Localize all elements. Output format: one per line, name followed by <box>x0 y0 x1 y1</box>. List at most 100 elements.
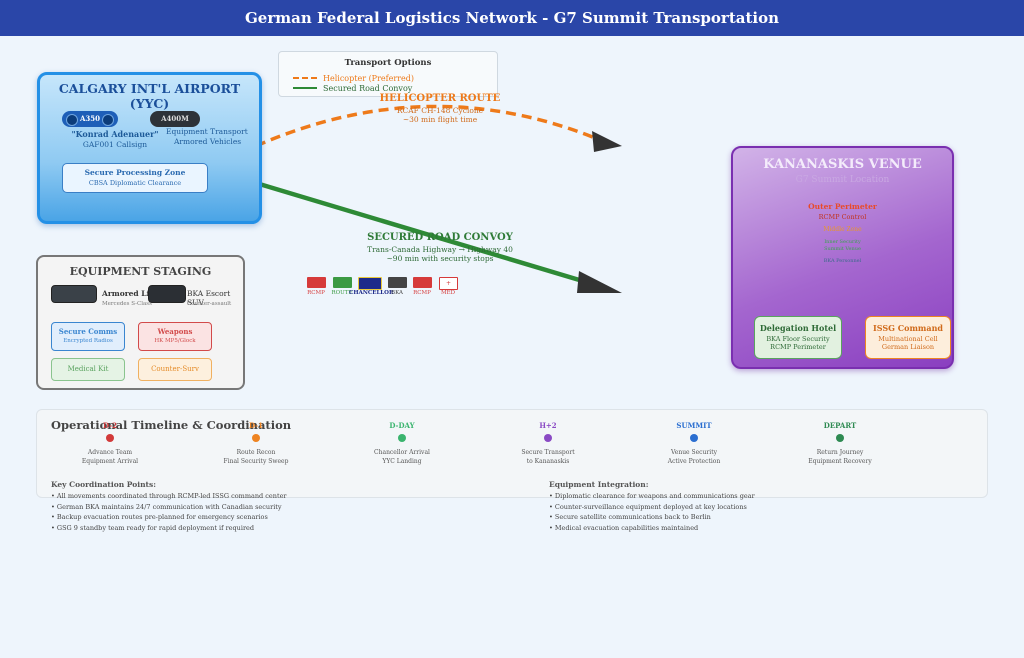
aircraft-a400m-cargo: Armored Vehicles <box>174 137 242 146</box>
helicopter-route-label: HELICOPTER ROUTE RCAF CH-148 Cyclone ~30… <box>330 93 550 124</box>
road-route-arrow <box>577 271 622 293</box>
helicopter-route-aircraft: RCAF CH-148 Cyclone <box>396 106 484 115</box>
weapons-sub: HK MP5/Glock <box>154 338 196 344</box>
issg-command-title: ISSG Command <box>873 323 943 333</box>
phase-desc-1: Return Journey <box>816 449 864 456</box>
legend-item-road: Secured Road Convoy <box>293 83 412 93</box>
secure-zone-title: Secure Processing Zone <box>84 168 186 177</box>
issg-command-box: ISSG Command Multinational Cell German L… <box>865 316 951 359</box>
issg-command-line1: Multinational Cell <box>878 335 938 343</box>
timeline-title: Operational Timeline & Coordination <box>51 418 292 432</box>
legend-swatch-road <box>293 87 317 89</box>
page-title: German Federal Logistics Network - G7 Su… <box>0 0 1024 36</box>
aircraft-engine-icon <box>66 114 78 126</box>
venue-box: KANANASKIS VENUE G7 Summit Location Oute… <box>731 146 954 369</box>
airport-title: CALGARY INT'L AIRPORT (YYC) <box>58 81 241 111</box>
road-route-label: SECURED ROAD CONVOY Trans-Canada Highway… <box>330 232 550 263</box>
equipment-integration-title: Equipment Integration: <box>549 480 649 489</box>
phase-desc-2: Final Security Sweep <box>223 458 289 465</box>
phase-desc-2: to Kananaskis <box>526 458 570 465</box>
convoy-vehicle-chancellor <box>358 277 382 290</box>
phase-marker-icon <box>690 434 698 442</box>
phase-h-2: H+2 Secure Transport to Kananaskis <box>488 421 608 466</box>
phase-marker-icon <box>836 434 844 442</box>
convoy-label-medical: MED <box>440 290 456 296</box>
coordination-notes: Key Coordination Points: • All movements… <box>51 480 491 534</box>
road-route-title: SECURED ROAD CONVOY <box>367 232 513 243</box>
delegation-hotel-title: Delegation Hotel <box>759 323 837 333</box>
middle-zone-label: Middle Zone <box>823 226 862 233</box>
delegation-hotel-box: Delegation Hotel BKA Floor Security RCMP… <box>754 316 842 359</box>
phase-marker-icon <box>252 434 260 442</box>
legend-label-road: Secured Road Convoy <box>323 83 413 93</box>
medical-kit-tag: Medical Kit <box>51 358 125 381</box>
road-route-line <box>255 180 597 288</box>
airport-box: CALGARY INT'L AIRPORT (YYC) A350 A400M "… <box>37 72 262 224</box>
weapons-title: Weapons <box>157 327 193 336</box>
phase-label: D-1 <box>249 421 263 430</box>
helicopter-route-title: HELICOPTER ROUTE <box>379 93 501 104</box>
equipment-integration-item: • Medical evacuation capabilities mainta… <box>549 524 699 533</box>
summit-venue-label: Summit Venue <box>824 246 861 252</box>
phase-marker-icon <box>544 434 552 442</box>
road-route-highway: Trans-Canada Highway → Highway 40 <box>367 245 513 254</box>
coordination-item: • All movements coordinated through RCMP… <box>51 491 287 500</box>
delegation-hotel-line2: RCMP Perimeter <box>770 343 826 351</box>
convoy-vehicle-medical: + <box>439 277 458 290</box>
secure-comms-title: Secure Comms <box>58 327 118 336</box>
phase-label: SUMMIT <box>676 421 712 430</box>
aircraft-a350-callsign: GAF001 Callsign <box>82 140 148 149</box>
legend-item-helicopter: Helicopter (Preferred) <box>293 73 414 83</box>
phase-desc-2: Equipment Recovery <box>808 458 872 465</box>
helicopter-route-line <box>255 104 601 148</box>
phase-summit: SUMMIT Venue Security Active Protection <box>634 421 754 466</box>
phase-desc-1: Chancellor Arrival <box>374 449 430 456</box>
bka-personnel-label: BKA Personnel <box>823 258 862 264</box>
inner-security-label: Inner Security <box>824 239 861 245</box>
phase-marker-icon <box>106 434 114 442</box>
helicopter-route-duration: ~30 min flight time <box>402 115 478 124</box>
coordination-title: Key Coordination Points: <box>51 480 157 489</box>
convoy-label-rcmp-front: RCMP <box>307 290 325 296</box>
aircraft-engine-icon <box>102 114 114 126</box>
convoy-label-bka: BKA <box>391 290 403 296</box>
transport-legend: Transport Options Helicopter (Preferred)… <box>278 51 498 97</box>
secure-processing-zone: Secure Processing Zone CBSA Diplomatic C… <box>62 163 208 193</box>
phase-label: H+2 <box>539 421 557 430</box>
phase-label: DEPART <box>823 421 857 430</box>
escort-suv-icon <box>148 285 186 303</box>
aircraft-a350: A350 <box>62 111 118 127</box>
aircraft-a400m-label: A400M <box>161 114 189 123</box>
secure-comms-tag: Secure Comms Encrypted Radios <box>51 322 125 351</box>
timeline-panel: Operational Timeline & Coordination <box>36 409 988 498</box>
equipment-integration-item: • Diplomatic clearance for weapons and c… <box>549 491 755 500</box>
convoy-label-route: ROUTE <box>331 290 353 296</box>
counter-surv-tag: Counter-Surv <box>138 358 212 381</box>
coordination-item: • GSG 9 standby team ready for rapid dep… <box>51 524 255 533</box>
equipment-integration-item: • Counter-surveillance equipment deploye… <box>549 502 747 511</box>
aircraft-a400m: A400M <box>150 111 200 127</box>
aircraft-a350-label: A350 <box>79 114 101 123</box>
vehicle-2-label: BKA Escort SUV <box>187 289 231 307</box>
delegation-hotel-line1: BKA Floor Security <box>766 335 830 343</box>
coordination-item: • Backup evacuation routes pre-planned f… <box>51 513 268 522</box>
legend-swatch-helicopter <box>293 77 317 79</box>
equipment-integration-item: • Secure satellite communications back t… <box>549 513 711 522</box>
convoy-vehicle-rcmp-rear <box>413 277 432 288</box>
phase-desc-1: Venue Security <box>671 449 717 456</box>
phase-depart: DEPART Return Journey Equipment Recovery <box>780 421 900 466</box>
staging-title: EQUIPMENT STAGING <box>69 265 212 278</box>
convoy-label-chancellor: CHANCELLOR <box>349 290 394 296</box>
phase-d-2: D-2 Advance Team Equipment Arrival <box>50 421 170 466</box>
armored-limo-icon <box>51 285 97 303</box>
vehicle-1-sub: Mercedes S-Class <box>102 301 152 307</box>
aircraft-a350-name: "Konrad Adenauer" <box>71 129 159 139</box>
aircraft-a400m-role: Equipment Transport <box>166 127 248 136</box>
phase-label: D-2 <box>103 421 117 430</box>
convoy-label-rcmp-rear: RCMP <box>413 290 431 296</box>
phase-desc-1: Route Recon <box>236 449 276 456</box>
legend-title: Transport Options <box>344 58 432 68</box>
legend-label-helicopter: Helicopter (Preferred) <box>323 73 414 83</box>
venue-subtitle: G7 Summit Location <box>795 175 890 185</box>
phase-desc-2: YYC Landing <box>382 458 422 465</box>
